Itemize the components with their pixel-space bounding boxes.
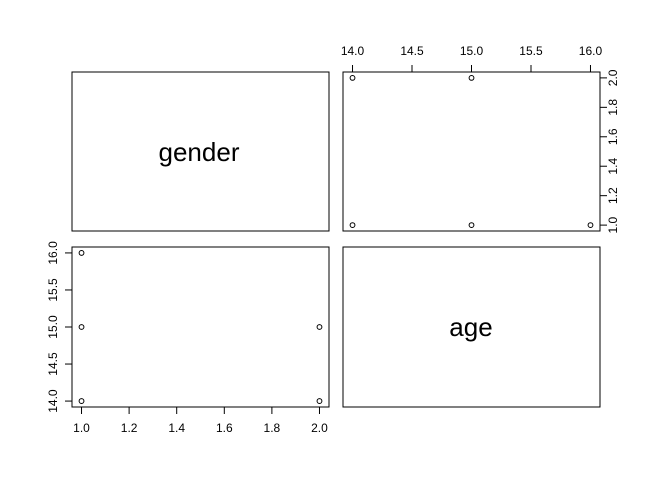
point-age-gender-3 [468,222,475,229]
point-gender-age-3 [78,324,85,330]
tick-label-left-age-1: 14.5 [46,352,60,376]
tick-label-top-age-1: 14.5 [400,44,424,58]
diag-label-age: age [449,312,492,342]
point-gender-age-2 [78,398,85,404]
tick-label-right-gender-0: 1.0 [606,216,620,233]
panel-frame-1-0 [71,246,330,408]
tick-label-top-age-2: 15.0 [460,44,484,58]
tick-label-bottom-gender-1: 1.2 [121,421,138,435]
point-age-gender-0 [349,74,356,81]
tick-label-left-age-3: 15.5 [46,278,60,302]
point-gender-age-0 [316,398,323,404]
point-age-gender-2 [349,222,356,229]
tick-label-bottom-gender-3: 1.6 [216,421,233,435]
point-age-gender-1 [468,74,475,81]
tick-label-right-gender-3: 1.6 [606,128,620,145]
point-gender-age-1 [316,324,323,330]
tick-label-bottom-gender-0: 1.0 [73,421,90,435]
tick-label-bottom-gender-4: 1.8 [264,421,281,435]
point-age-gender-4 [587,222,594,229]
tick-label-left-age-0: 14.0 [46,389,60,413]
tick-label-bottom-gender-5: 2.0 [311,421,328,435]
panel-frame-0-1 [342,71,601,232]
tick-label-right-gender-4: 1.8 [606,99,620,116]
tick-label-bottom-gender-2: 1.4 [168,421,185,435]
point-gender-age-4 [78,250,85,256]
tick-label-right-gender-1: 1.2 [606,187,620,204]
tick-label-right-gender-2: 1.4 [606,158,620,175]
tick-label-left-age-2: 15.0 [46,315,60,339]
diag-label-gender: gender [159,137,240,167]
panel-frame-1-1 [342,246,601,408]
tick-label-right-gender-5: 2.0 [606,69,620,86]
tick-label-top-age-3: 15.5 [519,44,543,58]
panel-frame-0-0 [71,71,330,232]
tick-label-top-age-4: 16.0 [579,44,603,58]
tick-label-left-age-4: 16.0 [46,241,60,265]
tick-label-top-age-0: 14.0 [341,44,365,58]
